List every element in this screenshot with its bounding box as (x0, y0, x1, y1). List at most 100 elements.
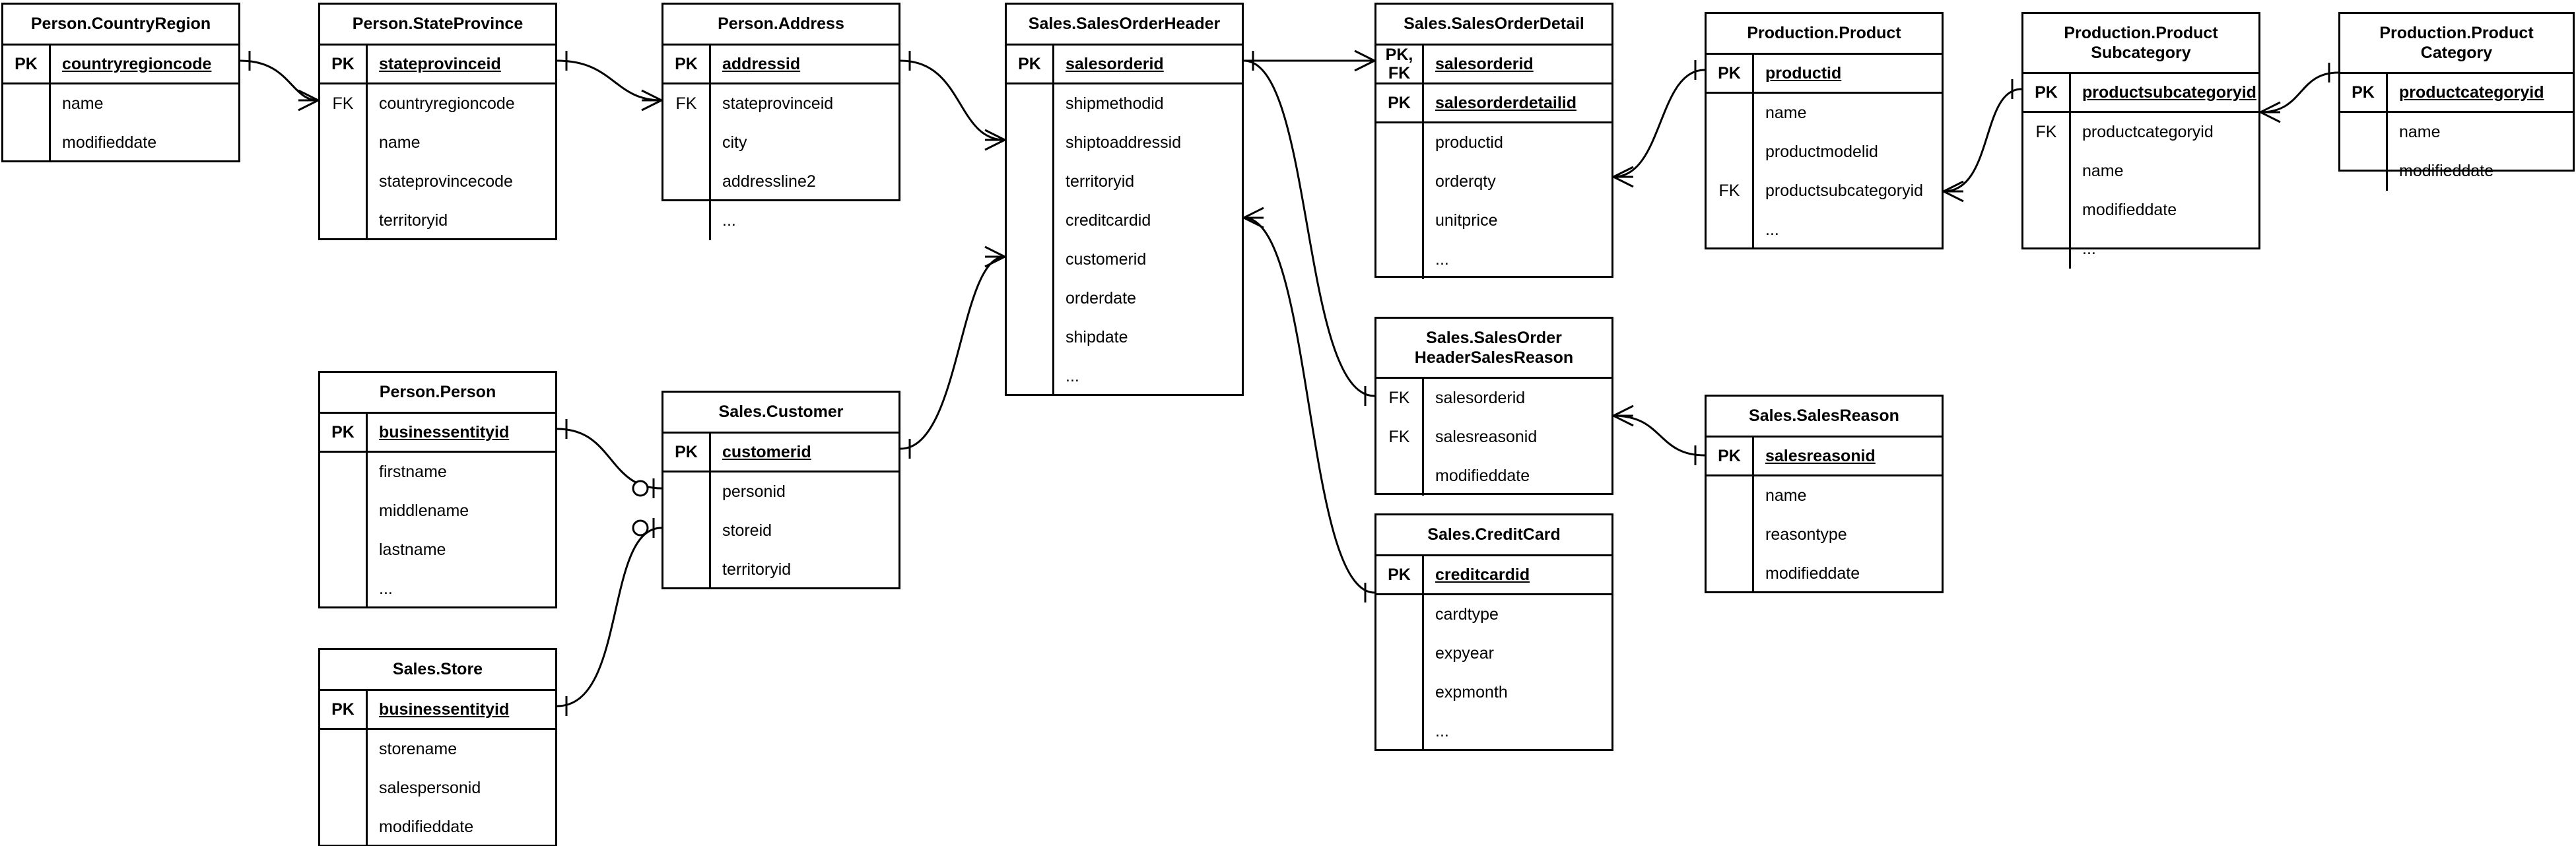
attribute-name: productsubcategoryid (1765, 181, 1924, 200)
attribute-name: personid (722, 482, 786, 501)
key-badge: PK (1707, 438, 1754, 474)
attribute-name: businessentityid (379, 422, 510, 441)
key-badge (320, 569, 366, 608)
key-badge (1376, 201, 1422, 240)
key-badge: PK (1376, 84, 1424, 121)
key-badge (2023, 230, 2069, 269)
attribute-name: modifieddate (379, 818, 474, 836)
attribute-name: salesorderdetailid (1435, 93, 1576, 112)
attribute-name: productmodelid (1765, 143, 1878, 161)
key-badge (2023, 191, 2069, 230)
relationship-creditcard-to-salesorderheader (1243, 207, 1375, 602)
attribute-key-column (663, 472, 711, 589)
key-badge (663, 162, 709, 201)
attribute-name: expmonth (1435, 683, 1508, 701)
attribute-key-column (2340, 113, 2388, 191)
attribute-name: cardtype (1435, 605, 1499, 624)
attribute-name: reasontype (1765, 525, 1847, 544)
attribute-name: creditcardid (1066, 211, 1151, 230)
attribute-name: unitprice (1435, 211, 1498, 230)
attribute-name: customerid (722, 442, 811, 461)
attribute-name: countryregioncode (62, 54, 212, 73)
relationship-salesorderheadersalesreason-to-salesreason (1613, 405, 1705, 465)
entity-title: Sales.SalesOrderHeader (1007, 5, 1242, 46)
relationship-store-to-customer (557, 518, 662, 716)
attribute-name: orderqty (1435, 172, 1496, 191)
attribute-name: city (722, 133, 747, 152)
attribute-name: productid (1435, 133, 1503, 152)
attribute-name: name (2082, 162, 2124, 180)
key-badge (1007, 318, 1052, 357)
key-badge: PK, FK (1376, 46, 1424, 82)
attribute-name: storeid (722, 521, 772, 540)
relationship-customer-to-salesorderheader (900, 245, 1005, 459)
key-badge (3, 123, 49, 162)
key-badge (1007, 162, 1052, 201)
key-badge (1376, 240, 1422, 279)
attribute-name: shipmethodid (1066, 94, 1164, 113)
key-badge (663, 511, 709, 550)
attribute-name: shipdate (1066, 328, 1128, 346)
key-badge (320, 453, 366, 492)
attribute-name: expyear (1435, 644, 1494, 663)
key-badge: FK (1388, 428, 1410, 446)
key-badge (1707, 554, 1752, 593)
attribute-name: businessentityid (379, 700, 510, 719)
attribute-name: salespersonid (379, 779, 481, 797)
key-badge: PK (2023, 74, 2071, 111)
entity-title: Production.Product Subcategory (2023, 14, 2258, 74)
entity-title: Sales.CreditCard (1376, 515, 1611, 556)
attribute-name: ... (1435, 250, 1449, 269)
attribute-name: firstname (379, 463, 447, 481)
key-badge (1007, 240, 1052, 279)
attribute-name: modifieddate (1435, 467, 1530, 485)
key-badge (320, 201, 366, 240)
attribute-key-column (3, 84, 51, 162)
attribute-name: stateprovinceid (722, 94, 834, 113)
key-badge (1707, 133, 1752, 172)
relationship-stateprovince-to-address (557, 51, 662, 112)
key-badge (1707, 211, 1752, 249)
relationship-salesorderdetail-to-product (1613, 60, 1705, 188)
attribute-name: productid (1765, 63, 1842, 82)
attribute-name: name (62, 94, 104, 113)
attribute-name: salesorderid (1066, 54, 1164, 73)
key-badge: PK (320, 691, 368, 728)
key-badge (320, 808, 366, 846)
key-badge (1707, 94, 1752, 133)
key-badge (1007, 357, 1052, 396)
attribute-name: salesreasonid (1435, 428, 1538, 446)
